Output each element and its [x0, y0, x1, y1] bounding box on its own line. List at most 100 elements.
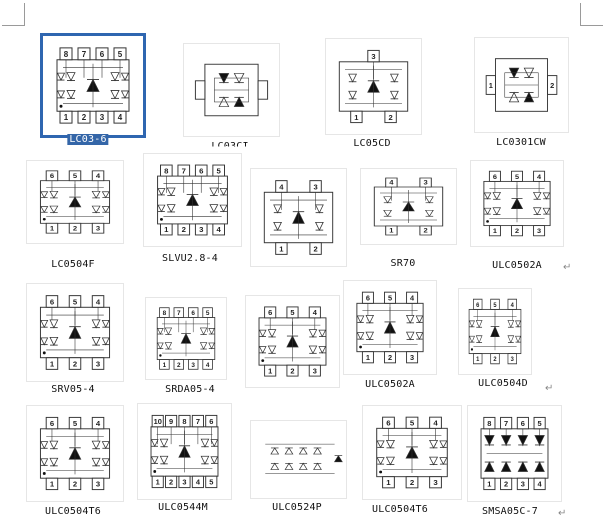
figure-caption: SRDA05-4: [165, 384, 215, 395]
pin-number: 3: [96, 480, 100, 489]
diode-icon: [385, 456, 395, 466]
pin-bottom: [516, 477, 529, 491]
pin1-dot: [153, 470, 157, 473]
diode-icon: [157, 188, 166, 196]
diode-icon: [40, 441, 49, 450]
figure-caption: LC05CD: [353, 138, 391, 149]
pinout-image[interactable]: [250, 420, 347, 499]
pin-number: 5: [515, 173, 519, 181]
diode-icon: [318, 329, 327, 338]
pin-number: 1: [354, 113, 359, 122]
pin-number: 3: [423, 180, 427, 186]
pin-number: 2: [82, 113, 87, 122]
pin-number: 6: [50, 297, 55, 306]
pin1-dot: [159, 354, 162, 357]
pin1-dot: [42, 217, 46, 221]
pin-number: 2: [313, 244, 317, 253]
pin-bottom: [188, 359, 199, 370]
pin-number: 4: [433, 419, 438, 428]
diode-icon: [210, 456, 219, 465]
pin-number: 10: [154, 417, 162, 426]
pin-top: [165, 414, 178, 428]
diode-icon: [120, 90, 130, 99]
pin-number: 4: [96, 173, 100, 180]
chip-body: [156, 317, 216, 360]
diode-icon: [405, 331, 415, 341]
pin-bottom: [45, 357, 59, 370]
pinout-diagram: [194, 63, 269, 117]
pinout-diagram: [265, 443, 343, 474]
pin-bottom: [91, 222, 105, 234]
diode-icon: [258, 329, 267, 338]
pin-number: 1: [487, 480, 491, 489]
figure-caption: SRV05-4: [51, 384, 95, 395]
diode-icon: [405, 315, 415, 324]
figure-caption: LC03-6: [67, 134, 109, 145]
pin-number: 1: [50, 480, 55, 489]
pin-bottom: [68, 477, 82, 491]
diode-icon: [101, 337, 110, 346]
pin-number: 7: [196, 417, 200, 426]
diode-icon: [40, 319, 49, 329]
pin-number: 5: [73, 419, 78, 428]
pin-top: [488, 170, 501, 182]
diode-icon: [298, 462, 308, 470]
diode-icon: [475, 320, 483, 329]
diode-icon: [356, 332, 365, 340]
pin-number: 4: [196, 478, 201, 487]
diode-icon: [284, 447, 294, 455]
diode-icon: [101, 206, 110, 213]
pin-number: 8: [164, 167, 168, 176]
pin-number: 2: [388, 113, 392, 122]
pin-top: [490, 298, 500, 310]
figure-caption: ULC0504D: [478, 378, 528, 389]
diode-icon: [157, 204, 166, 213]
diode-icon: [49, 440, 59, 450]
pin-number: 2: [73, 359, 77, 368]
diode-icon: [208, 342, 215, 350]
diode-icon: [40, 206, 49, 213]
diode-icon: [101, 441, 110, 450]
diode-icon: [492, 207, 502, 216]
chip-body: [157, 175, 228, 225]
pinout-image[interactable]: [183, 43, 280, 137]
paragraph-mark: ↵: [563, 262, 572, 273]
chip-body: [263, 191, 334, 244]
diode-icon: [49, 336, 59, 346]
pin-bottom: [68, 357, 82, 370]
pin-bottom: [45, 477, 59, 491]
paragraph-mark: ↵: [558, 508, 567, 519]
diode-icon: [383, 209, 393, 217]
diode-icon: [534, 461, 545, 472]
diode-icon: [66, 72, 76, 82]
figure-caption: ULC0504T6: [372, 504, 428, 515]
pin-number: 3: [100, 113, 105, 122]
diode-icon: [468, 335, 475, 343]
pin-number: 1: [64, 113, 69, 122]
diode-icon: [415, 315, 424, 324]
diode-icon: [273, 221, 283, 231]
diode-icon: [157, 328, 164, 335]
pin-number: 4: [537, 173, 541, 181]
